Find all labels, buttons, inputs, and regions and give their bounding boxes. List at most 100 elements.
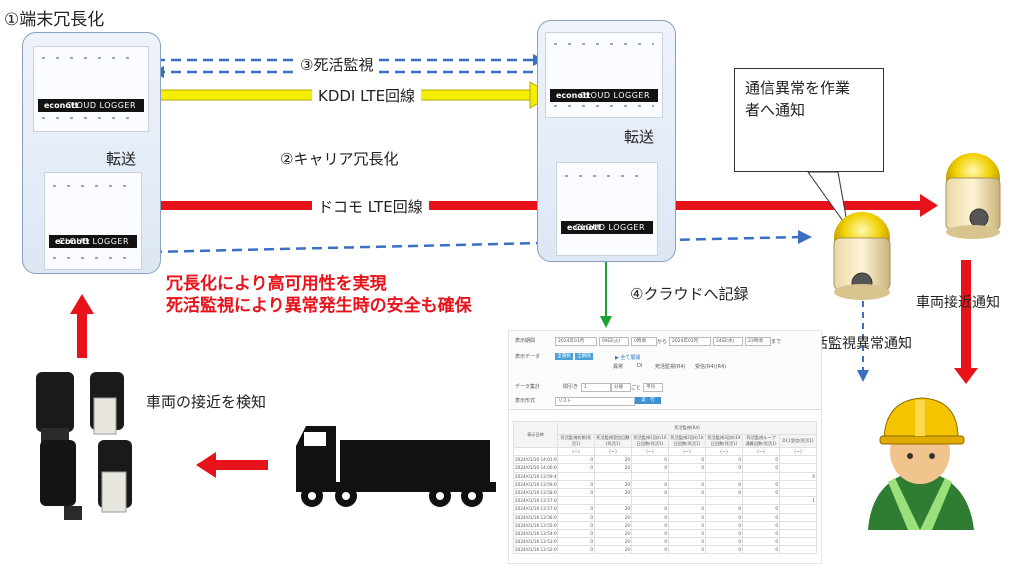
checkbox-4[interactable]: 受信(R4)(R4) <box>695 364 727 370</box>
time-cell: 2024/01/16 13:57:00 <box>513 496 558 506</box>
date-to-select[interactable]: 2024年01月 <box>669 337 711 346</box>
value-cell: 0 <box>742 528 780 539</box>
column-header: DI,1受信(死活1) <box>779 434 817 448</box>
value-cell: 0 <box>742 455 780 465</box>
value-cell: 0 <box>742 463 780 473</box>
value-cell: 0 <box>631 487 669 498</box>
hour-to-select[interactable]: 23時頃 <box>745 337 771 346</box>
value-cell: 0 <box>742 520 780 530</box>
value-cell: 20 <box>594 479 632 489</box>
value-cell <box>557 496 595 506</box>
value-cell: 0 <box>631 520 669 530</box>
value-cell: 0 <box>557 504 595 514</box>
checkbox-3[interactable]: 死活監視(R4) <box>655 364 686 370</box>
agg-mode[interactable]: 平均 <box>643 383 663 392</box>
agg-value[interactable]: 1 <box>581 383 611 392</box>
value-cell: 0 <box>742 537 780 547</box>
table-row: 2024/01/16 13:57:00 1 <box>513 496 817 506</box>
value-cell <box>705 496 743 506</box>
value-cell <box>779 528 817 539</box>
terminal-redundancy-label: ①端末冗長化 <box>4 10 105 30</box>
date-from-select[interactable]: 2024年01月 <box>555 337 597 346</box>
agg-unit[interactable]: 分値 <box>611 383 631 392</box>
value-cell: 0 <box>668 463 706 473</box>
value-cell: 0 <box>557 512 595 522</box>
device-name: CLOUD LOGGER <box>58 237 129 246</box>
notify-callout: 通信異常を作業 者へ通知 <box>734 68 884 172</box>
value-cell <box>779 545 817 555</box>
checkbox-2[interactable]: DI <box>637 363 643 369</box>
value-cell <box>779 520 817 530</box>
value-cell: 0 <box>742 487 780 498</box>
heartbeat-alert-label: 死活監視異常通知 <box>800 336 912 352</box>
value-cell: 0 <box>705 520 743 530</box>
unit-cell: (ー) <box>779 446 817 457</box>
value-cell: 20 <box>594 537 632 547</box>
device-name: CLOUD LOGGER <box>65 101 136 110</box>
column-header: 死活監視3回の1X日回数(死活1) <box>705 434 743 448</box>
value-cell <box>742 496 780 506</box>
vehicle-detect-label: 車両の接近を検知 <box>146 393 267 411</box>
checkbox-1[interactable]: 異常 <box>613 364 624 370</box>
value-cell: 0 <box>557 528 595 539</box>
value-cell <box>631 496 669 506</box>
headline-line1: 冗長化により高可用性を実現 <box>166 274 387 294</box>
transfer-right-label: 転送 <box>624 128 655 146</box>
value-cell: 0 <box>668 545 706 555</box>
agg-sep: ごと <box>631 385 642 391</box>
value-cell: 0 <box>668 537 706 547</box>
device-logo: econott <box>556 91 591 100</box>
data-table: 表示日時 死活監視(R4) 死活監視状態(死活1)死活監視受信回数(死活1)死活… <box>513 421 817 555</box>
select-all-button[interactable]: 全選択 <box>555 353 573 360</box>
value-cell: 20 <box>594 528 632 539</box>
time-cell: 2024/01/16 13:53:00 <box>513 537 558 547</box>
cloud-record-label: ④クラウドへ記録 <box>630 285 749 303</box>
value-cell <box>668 471 706 481</box>
value-cell: 0 <box>742 512 780 522</box>
value-cell: 0 <box>705 512 743 522</box>
unit-cell: (ー) <box>742 446 780 457</box>
value-cell: 0 <box>631 479 669 489</box>
run-button[interactable]: 実 行 <box>635 397 661 404</box>
clear-all-button[interactable]: 全解除 <box>575 353 593 360</box>
value-cell: 0 <box>631 537 669 547</box>
time-cell: 2024/01/16 13:59:00 <box>513 479 558 489</box>
day-from-select[interactable]: 09日(火) <box>599 337 629 346</box>
time-cell: 2024/01/16 13:57:00 <box>513 504 558 514</box>
value-cell: 0 <box>742 504 780 514</box>
format-select[interactable]: リスト <box>555 397 635 406</box>
value-cell: 0 <box>557 520 595 530</box>
value-cell <box>594 471 632 481</box>
value-cell: 20 <box>594 545 632 555</box>
expand-all-link[interactable]: ▶ 全て展開 <box>615 355 641 361</box>
range-sep: から <box>657 339 668 345</box>
value-cell <box>779 537 817 547</box>
day-to-select[interactable]: 24日(水) <box>713 337 743 346</box>
value-cell: 0 <box>631 528 669 539</box>
vehicle-notify-label: 車両接近通知 <box>916 295 1000 311</box>
value-cell: 0 <box>742 545 780 555</box>
value-cell <box>742 471 780 481</box>
value-cell: 1 <box>779 496 817 506</box>
value-cell: 20 <box>594 504 632 514</box>
agg-option[interactable]: 間引き <box>563 384 579 390</box>
callout-line2: 者へ通知 <box>745 101 806 119</box>
value-cell: 0 <box>705 504 743 514</box>
transfer-left-label: 転送 <box>106 150 137 168</box>
value-cell <box>557 471 595 481</box>
time-cell: 2024/01/16 13:54:00 <box>513 528 558 539</box>
value-cell <box>779 504 817 514</box>
device-name: CLOUD LOGGER <box>579 91 650 100</box>
hour-from-select[interactable]: 0時頃 <box>631 337 657 346</box>
value-cell: 20 <box>594 487 632 498</box>
unit-cell: (ー) <box>594 446 632 457</box>
value-cell: 0 <box>631 455 669 465</box>
agg-label: データ集計 <box>515 384 541 390</box>
heartbeat-label: ③死活監視 <box>294 54 380 75</box>
value-cell: 0 <box>705 479 743 489</box>
